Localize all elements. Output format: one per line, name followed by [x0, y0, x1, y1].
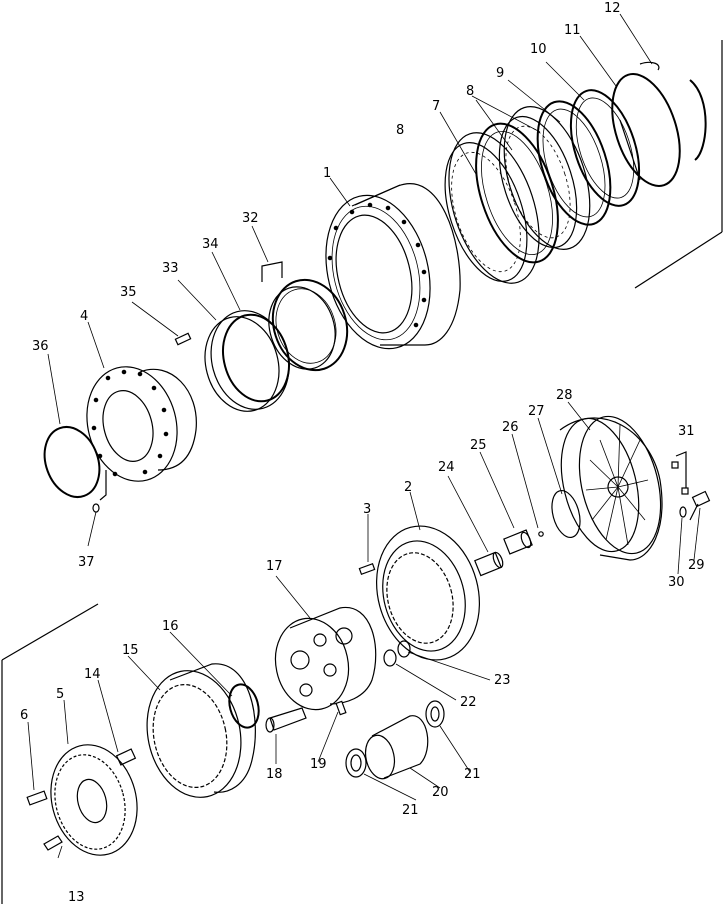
part-23-ring	[397, 640, 411, 658]
part-1-housing	[325, 183, 461, 350]
label-8b: 8	[466, 84, 474, 99]
label-34: 34	[202, 237, 219, 252]
label-37: 37	[78, 555, 95, 570]
label-21a: 21	[402, 803, 419, 818]
label-14: 14	[84, 667, 101, 682]
label-6: 6	[20, 708, 28, 723]
label-11: 11	[564, 23, 581, 38]
part-3-pin	[358, 563, 376, 575]
label-31: 31	[678, 424, 695, 439]
part-8-bearing-inner	[498, 106, 591, 250]
label-30: 30	[668, 575, 685, 590]
part-15-ring-gear	[146, 663, 256, 798]
part-16-snap-ring	[228, 683, 260, 729]
label-4: 4	[80, 309, 88, 324]
label-10: 10	[530, 42, 547, 57]
label-2: 2	[404, 480, 412, 495]
label-22: 22	[460, 695, 477, 710]
leader-lines	[27, 13, 701, 859]
part-6-pin	[26, 790, 48, 806]
label-3: 3	[363, 502, 371, 517]
part-25-bushing	[503, 529, 533, 555]
label-26: 26	[502, 420, 519, 435]
label-8a: 8	[396, 123, 404, 138]
label-33: 33	[162, 261, 179, 276]
part-24-sleeve	[474, 551, 504, 577]
part-35-pin	[174, 332, 192, 346]
part-28-cover	[559, 415, 663, 561]
label-5: 5	[56, 687, 64, 702]
part-34-seal-ring	[210, 310, 290, 410]
label-18: 18	[266, 767, 283, 782]
part-5-gear	[50, 744, 138, 856]
part-12-snap-ring	[639, 61, 707, 161]
part-36-o-ring	[43, 426, 101, 498]
part-10-ring	[569, 89, 641, 207]
part-7-ring	[475, 122, 559, 264]
label-16: 16	[162, 619, 179, 634]
part-13-dowel	[43, 835, 63, 851]
assembly-bracket-upper	[634, 40, 723, 289]
part-8-bearing-outer	[444, 132, 540, 284]
label-7: 7	[432, 99, 440, 114]
label-29: 29	[688, 558, 705, 573]
part-21-bearing-lower	[345, 748, 367, 778]
label-32: 32	[242, 211, 259, 226]
part-33-seal-ring	[204, 316, 280, 412]
label-15: 15	[122, 643, 139, 658]
part-26-ball	[538, 531, 544, 537]
label-28: 28	[556, 388, 573, 403]
label-35: 35	[120, 285, 137, 300]
label-23: 23	[494, 673, 511, 688]
label-20: 20	[432, 785, 449, 800]
part-20-sun-gear	[364, 715, 429, 780]
label-36: 36	[32, 339, 49, 354]
label-19: 19	[310, 757, 327, 772]
label-13: 13	[68, 890, 85, 904]
label-24: 24	[438, 460, 455, 475]
label-27: 27	[528, 404, 545, 419]
label-1: 1	[323, 166, 331, 181]
part-21-bearing-upper	[425, 700, 445, 728]
callout-labels: 1 2 3 4 5 6 7 8 8 9 10 11 12 13 14 15 16…	[20, 1, 705, 904]
label-25: 25	[470, 438, 487, 453]
part-31-nuts	[671, 451, 689, 495]
part-30-washer	[679, 506, 687, 518]
label-17: 17	[266, 559, 283, 574]
part-17-carrier	[274, 607, 377, 711]
part-2-ring-gear	[375, 525, 481, 661]
label-21b: 21	[464, 767, 481, 782]
part-4-hub	[86, 366, 197, 482]
part-29-bolt	[689, 490, 711, 521]
label-12: 12	[604, 1, 621, 16]
part-37-plug	[92, 470, 107, 513]
assembly-bracket-lower	[1, 603, 99, 904]
part-32-seal-pair	[261, 261, 349, 372]
part-18-shaft	[265, 707, 307, 733]
part-14-bolt	[115, 748, 137, 766]
part-11-snap-ring	[611, 73, 681, 187]
part-27-ring	[551, 489, 581, 539]
part-22-ring	[383, 649, 397, 667]
part-19-pin	[335, 700, 347, 716]
part-9-ring	[536, 100, 612, 226]
label-9: 9	[496, 66, 504, 81]
